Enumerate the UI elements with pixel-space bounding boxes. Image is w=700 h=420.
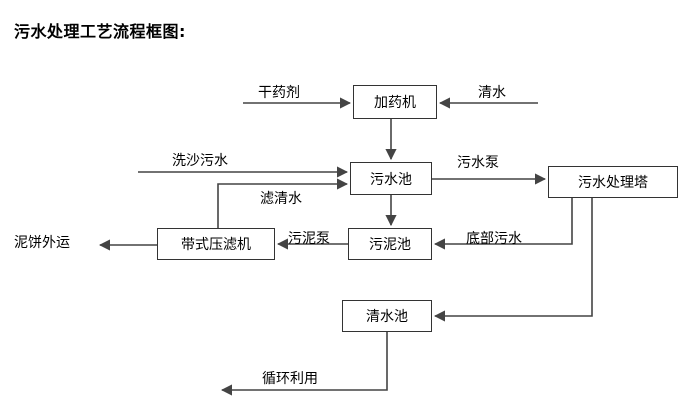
node-label-treatment-tower: 污水处理塔 — [578, 175, 648, 191]
arrow-tower-to-clear-water-pool — [433, 198, 593, 322]
edge-label-clean-water: 清水 — [478, 85, 506, 101]
node-label-sludge-pool: 污泥池 — [369, 237, 411, 253]
node-belt-filter-press[interactable]: 带式压滤机 — [157, 228, 275, 260]
node-label-dosing-machine: 加药机 — [374, 95, 416, 111]
edge-label-dry-chemical: 干药剂 — [258, 85, 300, 101]
edge-label-sand-wash-sewage: 洗沙污水 — [172, 153, 228, 169]
arrow-clear-water-pool-recycle — [220, 332, 388, 396]
node-treatment-tower[interactable]: 污水处理塔 — [548, 166, 678, 198]
edge-label-bottom-sewage: 底部污水 — [466, 231, 522, 247]
edge-label-sewage-pump: 污水泵 — [457, 155, 499, 171]
node-sewage-pool[interactable]: 污水池 — [350, 162, 432, 195]
arrow-tower-bottom-sewage-to-sludge-pool — [433, 198, 573, 250]
terminal-label-mud-cake-out: 泥饼外运 — [14, 235, 70, 251]
edge-label-recycle-reuse: 循环利用 — [262, 371, 318, 387]
node-label-belt-filter-press: 带式压滤机 — [181, 237, 251, 253]
arrow-filtered-water-to-sewage-pool — [217, 178, 349, 228]
edge-label-sludge-pump: 污泥泵 — [288, 231, 330, 247]
node-clear-water-pool[interactable]: 清水池 — [342, 300, 432, 332]
node-label-sewage-pool: 污水池 — [370, 171, 412, 188]
edge-label-filtered-water: 滤清水 — [260, 191, 302, 207]
node-label-clear-water-pool: 清水池 — [366, 309, 408, 325]
node-dosing-machine[interactable]: 加药机 — [353, 85, 437, 119]
page-title: 污水处理工艺流程框图: — [14, 22, 186, 41]
node-sludge-pool[interactable]: 污泥池 — [348, 228, 432, 260]
